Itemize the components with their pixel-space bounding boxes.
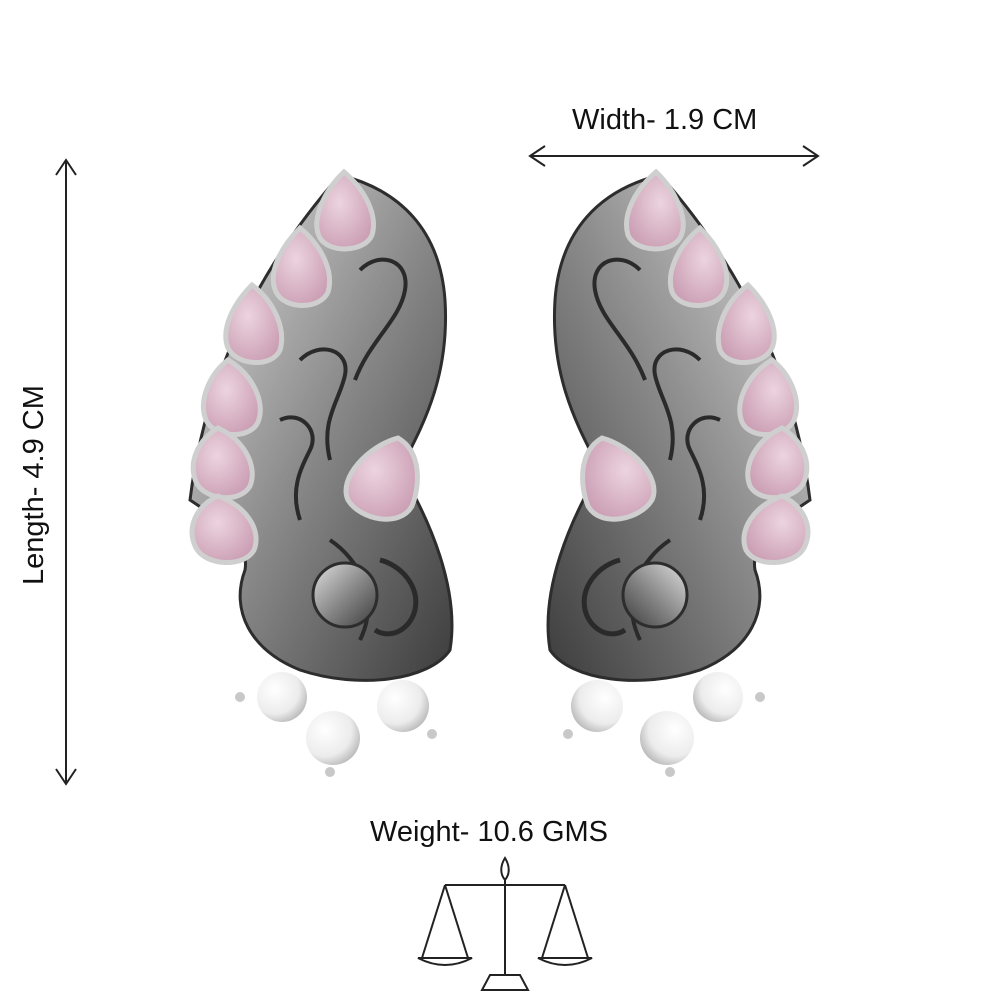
width-label: Width- 1.9 CM xyxy=(572,104,758,136)
length-arrow xyxy=(55,158,77,786)
weight-label: Weight- 10.6 GMS xyxy=(370,816,609,848)
width-arrow xyxy=(528,145,820,167)
length-label: Length- 4.9 CM xyxy=(18,385,50,585)
